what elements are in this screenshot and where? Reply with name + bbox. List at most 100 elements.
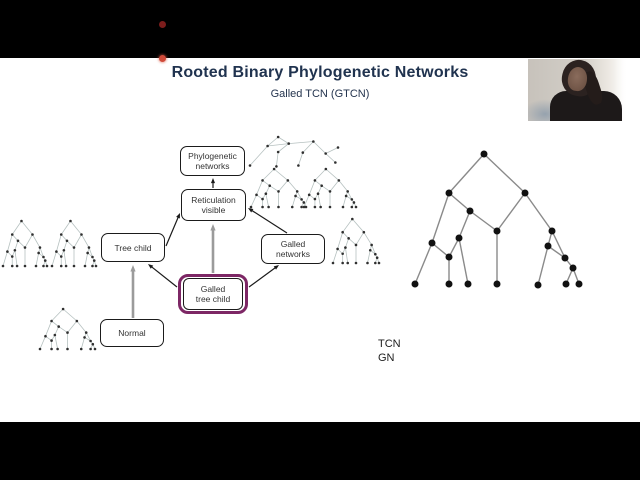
mini-network-edge — [70, 220, 82, 235]
mini-network-node — [56, 347, 59, 351]
mini-network-edge — [345, 238, 350, 248]
mini-network-node — [334, 161, 337, 164]
mini-network-edge — [345, 247, 349, 264]
mini-network-node — [6, 250, 9, 253]
diagram-arrowhead — [210, 178, 216, 184]
mini-network-edge — [256, 180, 263, 195]
mini-network-edge — [250, 194, 257, 208]
mini-network-node — [344, 194, 348, 198]
mini-network-edge — [76, 320, 87, 333]
mini-network-node — [13, 248, 17, 252]
diagram-arrowhead — [248, 208, 254, 213]
mini-network-node — [62, 248, 66, 252]
mini-network-edge — [347, 191, 353, 200]
mini-network-edge — [51, 320, 59, 327]
mini-network-edge — [355, 231, 365, 246]
mini-network-edge — [269, 185, 279, 192]
mini-network-node — [23, 264, 27, 268]
mini-network-node — [261, 205, 264, 209]
network-edge — [537, 245, 549, 286]
mini-network-edge — [329, 180, 340, 192]
network-edge — [448, 153, 485, 194]
mini-network-node — [31, 233, 34, 236]
mini-network-edge — [317, 193, 322, 208]
mini-network-node — [44, 334, 47, 338]
mini-network-edge — [88, 247, 93, 258]
network-node — [521, 189, 529, 197]
mini-network-edge — [54, 326, 60, 336]
diagram-arrow — [249, 208, 288, 234]
label-tcn: TCN — [378, 338, 401, 350]
mini-network-node — [57, 325, 60, 328]
mini-network-node — [307, 193, 311, 197]
mini-network-edge — [296, 191, 302, 200]
mini-network-edge — [73, 234, 82, 248]
mini-network-node — [346, 190, 349, 193]
mini-network-edge — [325, 153, 336, 163]
diagram-arrow — [165, 215, 180, 247]
mini-network-edge — [39, 247, 44, 258]
mini-network-edge — [84, 252, 89, 267]
mini-network-node — [377, 261, 381, 265]
mini-network-node — [20, 219, 23, 223]
mini-network-node — [65, 239, 69, 243]
mini-network-node — [294, 194, 297, 198]
network-edge — [458, 210, 471, 239]
webcam-video[interactable] — [528, 59, 640, 121]
mini-network-node — [261, 197, 264, 201]
mini-network-node — [287, 142, 291, 145]
letterbox-top — [0, 0, 640, 58]
mini-network-node — [94, 264, 98, 268]
mini-network-node — [83, 264, 87, 268]
mini-network-node — [300, 198, 303, 201]
mini-network-node — [374, 261, 377, 265]
mini-network-node — [38, 246, 42, 249]
mini-network-node — [72, 264, 76, 268]
mini-network-node — [341, 230, 344, 234]
mini-network-edge — [291, 195, 296, 208]
diagram-arrow — [149, 265, 178, 288]
mini-network-node — [324, 152, 327, 155]
mini-network-node — [328, 205, 332, 209]
mini-network-edge — [24, 234, 33, 248]
mini-network-edge — [371, 244, 376, 255]
mini-network-node — [324, 167, 328, 171]
mini-network-node — [350, 205, 354, 209]
mini-network-node — [267, 205, 270, 209]
diagram-arrowhead — [273, 265, 279, 270]
mini-network-edge — [39, 336, 46, 350]
network-node — [561, 254, 569, 262]
mini-network-node — [59, 233, 63, 236]
mini-network-node — [354, 205, 358, 209]
mini-network-node — [37, 251, 40, 255]
network-node — [411, 280, 419, 288]
mini-network-node — [313, 197, 317, 201]
mini-network-node — [264, 192, 268, 195]
mini-network-edge — [60, 234, 68, 242]
network-edge — [483, 153, 526, 194]
mini-network-node — [249, 205, 253, 209]
mini-network-node — [55, 250, 58, 253]
mini-network-edge — [2, 251, 8, 267]
mini-network-edge — [277, 136, 289, 144]
mini-network-node — [50, 264, 54, 268]
mini-network-node — [375, 256, 379, 260]
mini-network-node — [79, 347, 83, 351]
mini-network-edge — [60, 220, 71, 235]
mini-network-node — [316, 192, 320, 195]
mini-network-edge — [11, 234, 19, 242]
mini-network-node — [336, 146, 340, 149]
network-class-labels: TCN GN — [378, 337, 401, 365]
mini-network-node — [366, 261, 369, 265]
mini-network-node — [341, 261, 344, 265]
mini-network-edge — [288, 141, 314, 144]
mini-network-node — [272, 167, 276, 171]
network-node — [575, 280, 583, 288]
label-gn: GN — [378, 352, 395, 364]
network-edge — [469, 210, 498, 232]
concept-box-galled-networks: Galled networks — [261, 234, 325, 264]
mini-network-node — [91, 255, 94, 259]
concept-box-tree-child: Tree child — [101, 233, 165, 262]
diagram-arrowhead — [210, 224, 216, 231]
network-edge — [524, 192, 553, 232]
